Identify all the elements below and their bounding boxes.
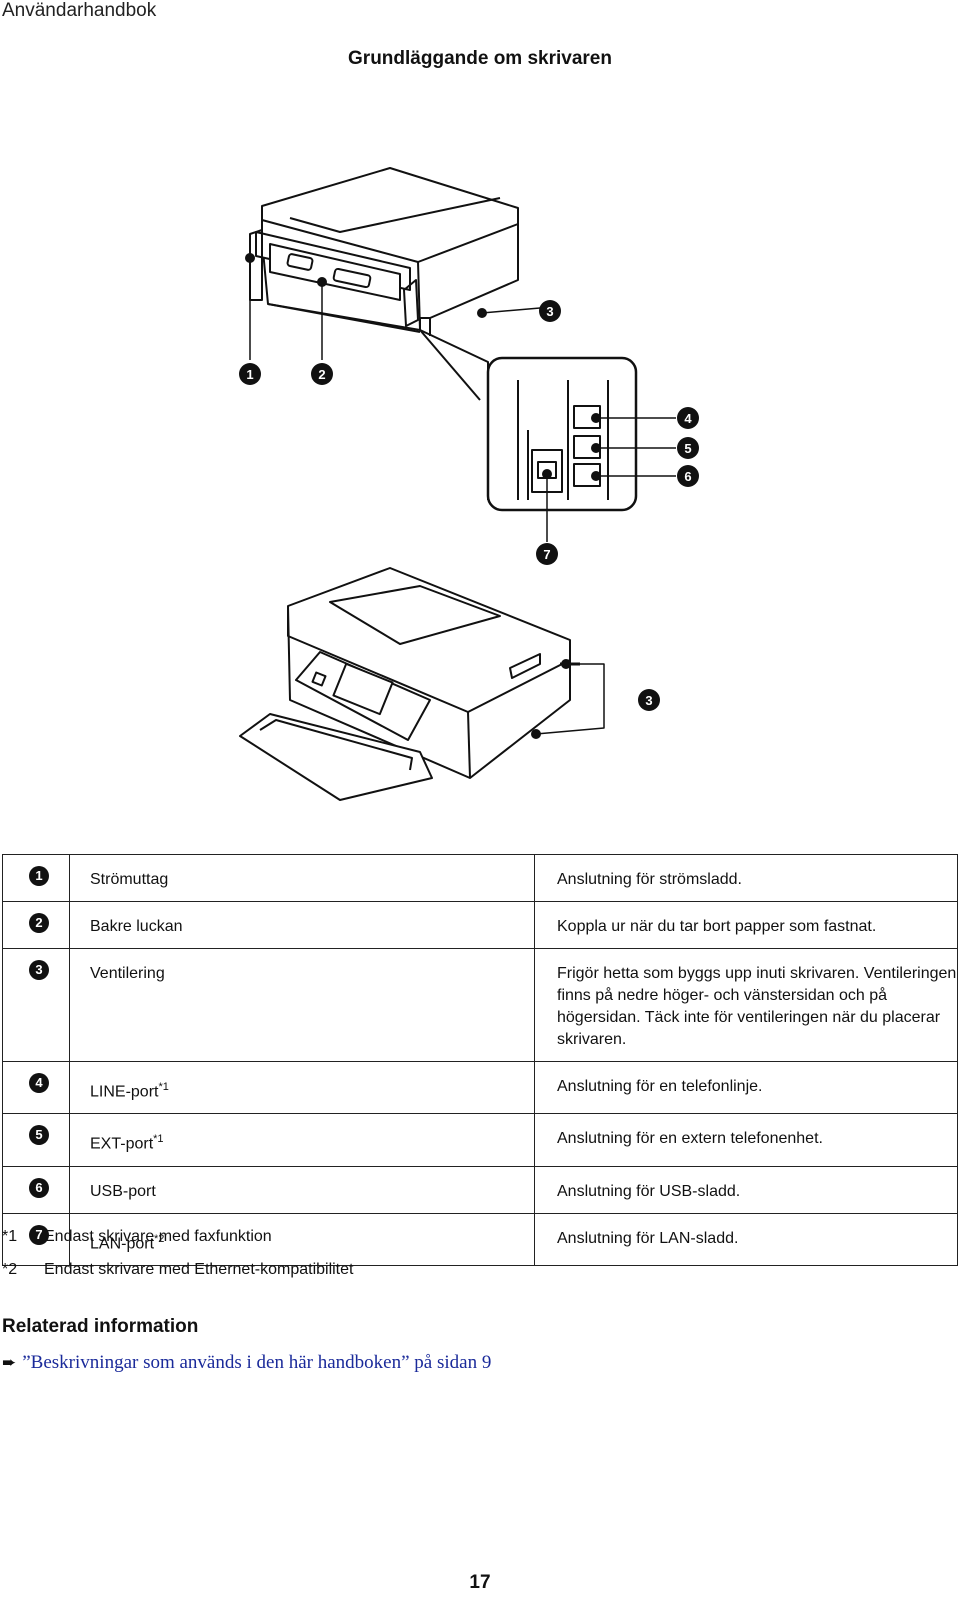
legend-row: 1 Strömuttag Anslutning för strömsladd. (2, 854, 958, 902)
printer-rear-drawing (249, 167, 519, 336)
footnote-text: Endast skrivare med Ethernet-kompatibili… (44, 1261, 354, 1278)
footnote-mark: *2 (2, 1261, 18, 1278)
part-description: Anslutning för USB-sladd. (557, 1182, 741, 1200)
footnote-ref: *1 (158, 1081, 169, 1093)
legend-row: 2 Bakre luckan Koppla ur när du tar bort p… (2, 901, 958, 949)
part-description: Frigör hetta som byggs upp inuti skrivar… (557, 965, 957, 1048)
part-description: Anslutning för en extern telefonenhet. (557, 1130, 823, 1148)
callout-7: 7 (543, 547, 550, 562)
legend-row: 7 LAN-port*2 Anslutning för LAN-sladd. (2, 1212, 958, 1266)
footnote-text: Endast skrivare med faxfunktion (44, 1228, 272, 1245)
legend-row: 5 EXT-port*1 Anslutning för en extern tele… (2, 1113, 958, 1167)
related-link[interactable]: ”Beskrivningar som används i den här han… (22, 1352, 492, 1373)
callout-3: 3 (546, 304, 553, 319)
footnote: *1 Endast skrivare med faxfunktion (2, 1228, 272, 1246)
part-description: Anslutning för LAN-sladd. (557, 1229, 739, 1247)
callout-number-badge: 6 (29, 1177, 49, 1198)
part-description: Anslutning för en telefonlinje. (557, 1078, 763, 1095)
manual-title: Användarhandbok (2, 0, 157, 21)
footnote: *2 Endast skrivare med Ethernet-kompatibi… (2, 1261, 353, 1279)
callout-number-badge: 3 (29, 960, 49, 980)
callout-4: 4 (684, 411, 692, 426)
related-link-row[interactable]: ➨”Beskrivningar som används i den här ha… (2, 1352, 491, 1374)
printer-front-drawing (239, 567, 580, 801)
callout-3-front: 3 (645, 693, 652, 708)
callout-number-badge: 4 (29, 1073, 49, 1093)
legend-row: 3 Ventilering Frigör hetta som byggs upp i… (2, 948, 958, 1062)
printer-illustration: 1 2 3 4 5 6 7 3 (239, 167, 699, 801)
related-info-heading: Relaterad information (2, 1316, 199, 1337)
part-name: Ventilering (90, 965, 165, 982)
arrow-right-icon: ➨ (2, 1353, 17, 1373)
callout-5: 5 (684, 441, 691, 456)
parts-legend-table: 1 Strömuttag Anslutning för strömsladd. 2 Ba… (2, 854, 958, 1266)
callout-number-badge: 7 (29, 1224, 49, 1245)
part-description: Koppla ur när du tar bort papper som fas… (557, 918, 877, 935)
footnote-ref: *2 (154, 1232, 165, 1245)
callout-2: 2 (318, 367, 325, 382)
callout-6: 6 (684, 469, 691, 484)
part-name: Strömuttag (90, 871, 169, 888)
part-name: LINE-port (90, 1083, 159, 1101)
part-name: Bakre luckan (90, 918, 183, 935)
callout-number-badge: 1 (29, 866, 49, 886)
part-name: LAN-port (90, 1234, 155, 1252)
callout-number-badge: 5 (29, 1125, 49, 1146)
footnote-ref: *1 (153, 1133, 164, 1146)
callout-1: 1 (246, 367, 253, 382)
part-name: USB-port (90, 1182, 156, 1200)
footnote-mark: *1 (2, 1228, 18, 1245)
legend-row: 6 USB-port Anslutning för USB-sladd. (2, 1165, 958, 1214)
page-title: Grundläggande om skrivaren (348, 48, 612, 69)
page-number: 17 (469, 1572, 491, 1593)
part-name: EXT-port (90, 1135, 154, 1153)
part-description: Anslutning för strömsladd. (557, 871, 742, 888)
callout-number-badge: 2 (29, 913, 49, 933)
